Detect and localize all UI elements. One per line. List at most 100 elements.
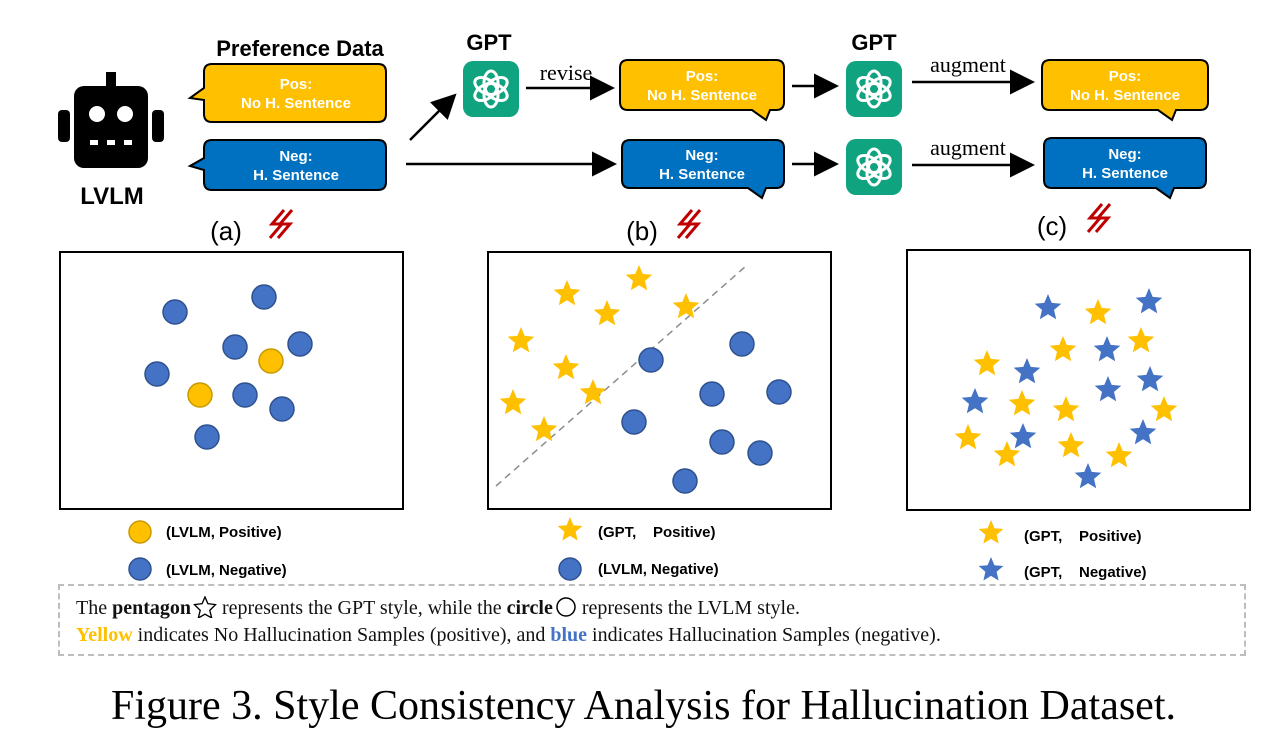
- blue-circle-marker: [729, 331, 755, 357]
- bubble-pos-a: Pos: No H. Sentence: [187, 63, 387, 123]
- yellow-star-marker: [1057, 432, 1085, 458]
- gpt-label-revise: GPT: [466, 30, 512, 55]
- robot-icon: [58, 72, 164, 168]
- bubble-pos-c: Pos: No H. Sentence: [1041, 59, 1209, 122]
- blue-circle-marker: [766, 379, 792, 405]
- legend-c-negative-marker: [978, 557, 1004, 581]
- yellow-star-marker: [993, 441, 1021, 467]
- legend-b-negative: (LVLM, Negative): [598, 561, 719, 578]
- note-line2-mid: indicates No Hallucination Samples (posi…: [132, 624, 551, 646]
- note-box: The pentagon represents the GPT style, w…: [58, 584, 1246, 656]
- yellow-star-marker: [499, 389, 527, 415]
- note-line1-post: represents the LVLM style.: [576, 597, 800, 619]
- blue-circle-marker: [709, 429, 735, 455]
- blue-circle-marker: [699, 381, 725, 407]
- blue-star-marker: [961, 388, 989, 414]
- lightning-icon: [1086, 202, 1112, 234]
- yellow-star-marker: [625, 265, 653, 291]
- blue-circle-marker: [251, 284, 277, 310]
- blue-circle-marker: [672, 468, 698, 494]
- bubble-neg-c-line2: H. Sentence: [1082, 165, 1168, 182]
- arrow-label-revise: revise: [540, 60, 593, 85]
- gpt-logo-icon: [844, 137, 904, 197]
- gpt-logo-icon: [844, 59, 904, 119]
- blue-star-marker: [1074, 463, 1102, 489]
- panel-a: [59, 251, 404, 510]
- panel-label-a: (a): [210, 216, 242, 246]
- blue-circle-marker: [638, 347, 664, 373]
- gpt-logo-icon: [461, 59, 521, 119]
- bubble-neg-a: Neg: H. Sentence: [187, 139, 387, 191]
- panel-b-points: [499, 265, 792, 494]
- legend-b-positive-marker: [557, 517, 583, 541]
- legend-a-negative: (LVLM, Negative): [166, 562, 287, 579]
- yellow-circle-marker: [187, 382, 213, 408]
- note-yellow-word: Yellow: [76, 624, 133, 646]
- yellow-circle-marker: [258, 348, 284, 374]
- blue-circle-marker: [162, 299, 188, 325]
- panel-label-b: (b): [626, 216, 658, 246]
- legend-c-positive: (GPT, Positive): [1024, 528, 1142, 545]
- note-line-2: Yellow indicates No Hallucination Sample…: [76, 624, 941, 647]
- yellow-star-marker: [1084, 299, 1112, 325]
- bubble-pos-b-line2: No H. Sentence: [647, 87, 757, 104]
- lightning-icon: [268, 208, 294, 240]
- yellow-star-marker: [552, 354, 580, 380]
- yellow-star-marker: [1052, 396, 1080, 422]
- bubble-neg-b: Neg: H. Sentence: [621, 139, 785, 200]
- yellow-star-marker: [507, 327, 535, 353]
- separator-line: [495, 265, 747, 487]
- yellow-star-marker: [553, 280, 581, 306]
- blue-star-marker: [1093, 336, 1121, 362]
- blue-star-marker: [1009, 423, 1037, 449]
- yellow-star-marker: [672, 293, 700, 319]
- bubble-pos-b-line1: Pos:: [686, 68, 719, 85]
- note-circle-word: circle: [506, 597, 553, 619]
- blue-circle-marker: [269, 396, 295, 422]
- yellow-star-marker: [579, 379, 607, 405]
- legend-a-negative-marker: [128, 557, 152, 581]
- yellow-star-marker: [530, 416, 558, 442]
- bubble-pos-c-line2: No H. Sentence: [1070, 87, 1180, 104]
- bubble-pos-a-line2: No H. Sentence: [241, 95, 351, 112]
- figure-caption: Figure 3. Style Consistency Analysis for…: [110, 683, 1176, 729]
- note-line1-pre: The: [76, 597, 113, 619]
- yellow-star-marker: [954, 424, 982, 450]
- bubble-neg-c-line1: Neg:: [1108, 146, 1141, 163]
- yellow-star-marker: [1008, 390, 1036, 416]
- blue-star-marker: [1129, 419, 1157, 445]
- lightning-icon: [676, 208, 702, 240]
- arrow-label-augment-neg: augment: [930, 135, 1006, 160]
- note-line2-post: indicates Hallucination Samples (negativ…: [587, 624, 941, 646]
- legend-a-positive-marker: [128, 520, 152, 544]
- blue-star-marker: [1094, 376, 1122, 402]
- legend-b-negative-marker: [558, 557, 582, 581]
- arrow-label-augment-pos: augment: [930, 52, 1006, 77]
- yellow-star-marker: [593, 300, 621, 326]
- blue-circle-marker: [287, 331, 313, 357]
- legend-c-positive-marker: [978, 520, 1004, 544]
- legend-stars: [557, 517, 1004, 581]
- bubble-neg-b-line2: H. Sentence: [659, 166, 745, 183]
- legend-b-positive: (GPT, Positive): [598, 524, 716, 541]
- note-blue-word: blue: [550, 624, 588, 646]
- bubble-neg-c: Neg: H. Sentence: [1043, 137, 1207, 200]
- arrow-to-gpt-revise: [409, 93, 457, 141]
- preference-header: Preference Data: [216, 36, 384, 61]
- bubble-pos-a-line1: Pos:: [280, 76, 313, 93]
- note-pentagon-word: pentagon: [112, 597, 191, 619]
- circle-icon: [556, 597, 576, 617]
- blue-circle-marker: [747, 440, 773, 466]
- blue-circle-marker: [621, 409, 647, 435]
- blue-star-marker: [1034, 294, 1062, 320]
- blue-circle-marker: [194, 424, 220, 450]
- pentagon-icon: [193, 595, 217, 620]
- yellow-star-marker: [1150, 396, 1178, 422]
- blue-circle-marker: [222, 334, 248, 360]
- gpt-label-augment: GPT: [851, 30, 897, 55]
- bubble-neg-a-line2: H. Sentence: [253, 167, 339, 184]
- bubble-neg-b-line1: Neg:: [685, 147, 718, 164]
- robot-label: LVLM: [80, 183, 144, 210]
- yellow-star-marker: [973, 350, 1001, 376]
